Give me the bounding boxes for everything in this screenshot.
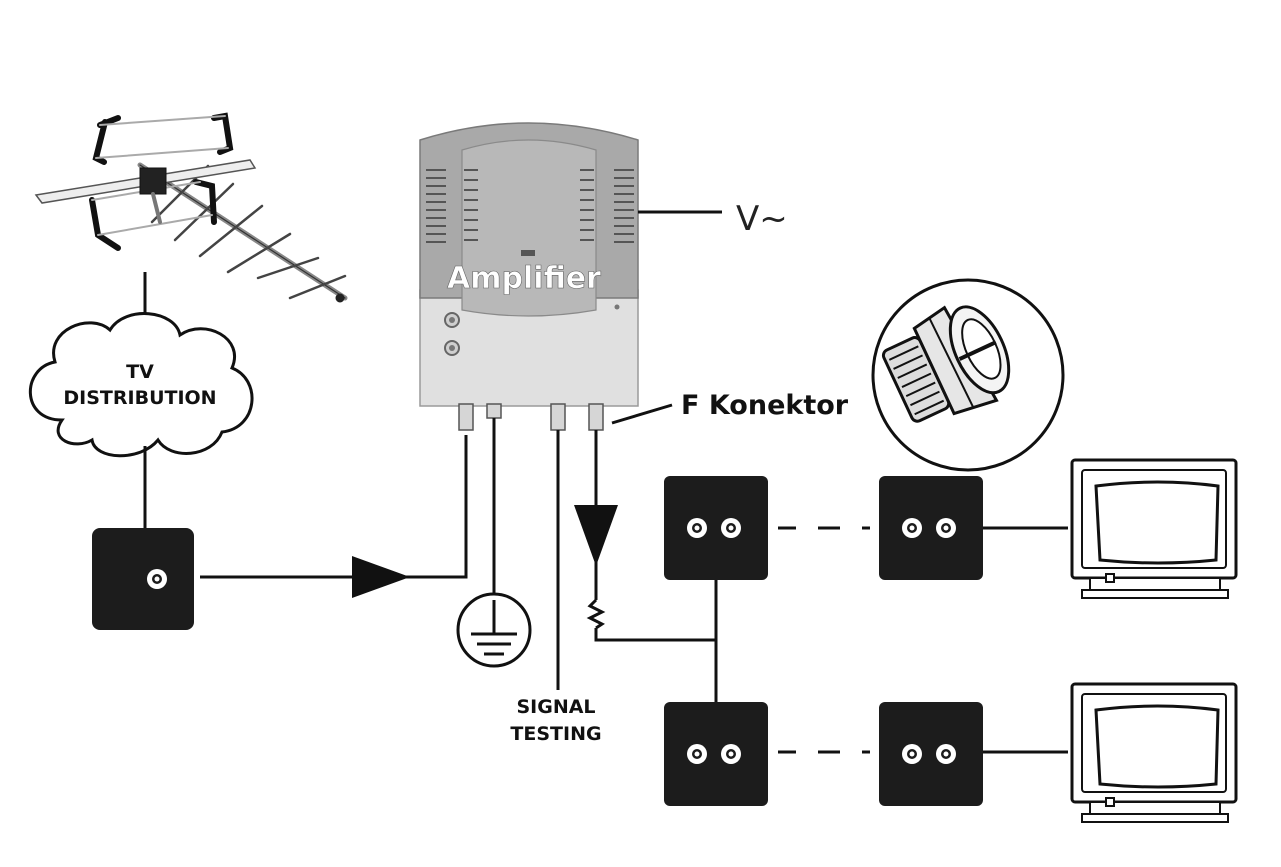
power-label: V~ <box>736 199 788 239</box>
testing-label-line2: TESTING <box>510 723 601 745</box>
tv-icon-2 <box>1070 682 1238 823</box>
outlet-row1-b <box>879 476 983 580</box>
f-connector-icon <box>871 278 1065 472</box>
testing-label-line1: SIGNAL <box>516 696 595 718</box>
connector-label: F Konektor <box>681 390 849 421</box>
input-cable <box>200 435 468 579</box>
antenna-icon <box>34 112 348 303</box>
amplifier-label: Amplifier <box>447 261 601 296</box>
output-arrow-icon <box>574 505 618 566</box>
outlet-row2-a <box>664 702 768 806</box>
outlet-row1-a <box>664 476 768 580</box>
connector-pointer <box>611 403 673 425</box>
tv-icon-1 <box>1070 458 1238 599</box>
amplifier-unit <box>419 122 639 431</box>
tv-distribution-cloud <box>28 312 254 458</box>
ground-symbol-icon <box>456 592 532 668</box>
outlet-row2-b <box>879 702 983 806</box>
input-wall-socket <box>92 528 194 630</box>
input-arrow-icon <box>352 556 410 598</box>
cloud-label-line2: DISTRIBUTION <box>63 387 216 409</box>
cloud-label-line1: TV <box>126 361 154 383</box>
